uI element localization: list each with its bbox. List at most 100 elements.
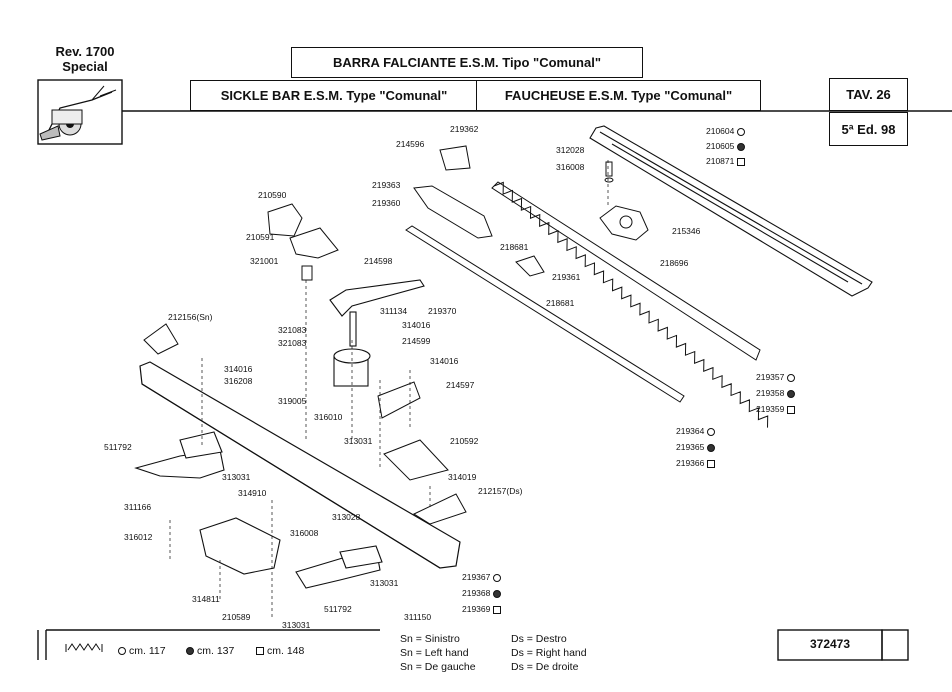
part-label-214596: 214596 [396, 139, 424, 149]
part-label-311150: 311150 [404, 612, 431, 622]
part-label-219363: 219363 [372, 180, 400, 190]
legend-cm137: cm. 137 [186, 645, 234, 658]
part-code: 219365 [676, 442, 705, 452]
part-label-314910: 314910 [238, 488, 266, 498]
part-code: 311134 [380, 306, 408, 316]
part-code: 316008 [290, 528, 319, 538]
table-number: TAV. 26 [829, 78, 908, 111]
part-label-321083: 321083 [278, 325, 306, 335]
part-label-313031: 313031 [282, 620, 310, 630]
part-label-314016: 314016 [430, 356, 458, 366]
part-code: 215346 [672, 226, 701, 236]
legend-sn-fr: Sn = De gauche [400, 661, 476, 673]
part-code: 311150 [404, 612, 432, 622]
open-circle-icon [787, 373, 796, 382]
part-code: 313028 [332, 512, 361, 522]
part-label-219367: 219367 [462, 572, 502, 582]
filled-circle-icon [787, 389, 796, 398]
part-label-313028: 313028 [332, 512, 360, 522]
knife-bar [491, 181, 769, 428]
part-code: 314016 [402, 320, 431, 330]
pitman-arm [329, 279, 425, 387]
edition-label: 5ª Ed. 98 [829, 112, 908, 146]
part-code: 218681 [500, 242, 529, 252]
open-square-icon [787, 405, 796, 414]
knife-sections [413, 145, 545, 277]
part-code: 313031 [282, 620, 311, 630]
part-label-219370: 219370 [428, 306, 456, 316]
filled-circle-icon [737, 142, 746, 151]
skid-shoes [134, 431, 383, 589]
part-code: 219370 [428, 306, 457, 316]
part-label-210592: 210592 [450, 436, 478, 446]
part-label-219357: 219357 [756, 372, 796, 382]
part-code: 312028 [556, 145, 585, 155]
legend-ds-en: Ds = Right hand [511, 647, 587, 659]
rev-label: Rev. 1700 Special [46, 44, 124, 74]
part-code: 210871 [706, 156, 735, 166]
part-code: 219364 [676, 426, 705, 436]
part-code: 218696 [660, 258, 689, 268]
part-code: 219367 [462, 572, 491, 582]
part-code: 316010 [314, 412, 343, 422]
part-code: 219362 [450, 124, 479, 134]
part-code: 314019 [448, 472, 477, 482]
part-code: 210590 [258, 190, 287, 200]
part-code: 313031 [344, 436, 373, 446]
part-code: 314016 [430, 356, 459, 366]
catalog-code: 372473 [809, 637, 851, 651]
rev-number: Rev. 1700 [55, 44, 115, 59]
part-code: 219357 [756, 372, 785, 382]
open-square-icon [737, 157, 746, 166]
part-label-214598: 214598 [364, 256, 392, 266]
filled-circle-icon [186, 647, 194, 656]
legend-cm148: cm. 148 [256, 645, 304, 658]
part-label-321083: 321083 [278, 338, 306, 348]
part-code: 511792 [324, 604, 352, 614]
ledger-plate [589, 125, 873, 297]
open-circle-icon [707, 427, 716, 436]
part-label-210591: 210591 [246, 232, 274, 242]
part-code: 210592 [450, 436, 479, 446]
part-label-321001: 321001 [250, 256, 278, 266]
part-code: 316008 [556, 162, 585, 172]
part-label-219364: 219364 [676, 426, 716, 436]
part-label-219365: 219365 [676, 442, 716, 452]
part-code: 212157(Ds) [478, 486, 523, 496]
part-label-316012: 316012 [124, 532, 152, 542]
part-code: 313031 [370, 578, 399, 588]
part-label-210871: 210871 [706, 156, 746, 166]
part-code: 210589 [222, 612, 251, 622]
tractor-thumbnail [37, 79, 123, 145]
part-label-218696: 218696 [660, 258, 688, 268]
cutter-bar [139, 361, 461, 569]
part-code: 212156(Sn) [168, 312, 213, 322]
part-code: 321001 [250, 256, 279, 266]
part-label-316208: 316208 [224, 376, 252, 386]
title-english: SICKLE BAR E.S.M. Type "Comunal" [190, 80, 478, 111]
part-label-219360: 219360 [372, 198, 400, 208]
part-code: 321083 [278, 338, 307, 348]
part-label-314016: 314016 [402, 320, 430, 330]
part-code: 219369 [462, 604, 491, 614]
part-code: 214599 [402, 336, 431, 346]
part-label-219359: 219359 [756, 404, 796, 414]
part-label-210589: 210589 [222, 612, 250, 622]
legend-frame [37, 629, 909, 661]
part-code: 214597 [446, 380, 475, 390]
open-circle-icon [118, 647, 126, 656]
part-code: 313031 [222, 472, 251, 482]
part-label-219362: 219362 [450, 124, 478, 134]
model-name: Special [62, 59, 108, 74]
title-italian: BARRA FALCIANTE E.S.M. Tipo "Comunal" [291, 47, 643, 78]
filled-circle-icon [707, 443, 716, 452]
knife-head [599, 161, 649, 241]
part-label-311166: 311166 [124, 502, 151, 512]
part-code: 311166 [124, 502, 152, 512]
part-code: 219366 [676, 458, 705, 468]
legend-ds-fr: Ds = De droite [511, 661, 579, 673]
part-label-316008: 316008 [556, 162, 584, 172]
open-circle-icon [493, 573, 502, 582]
part-label-214599: 214599 [402, 336, 430, 346]
